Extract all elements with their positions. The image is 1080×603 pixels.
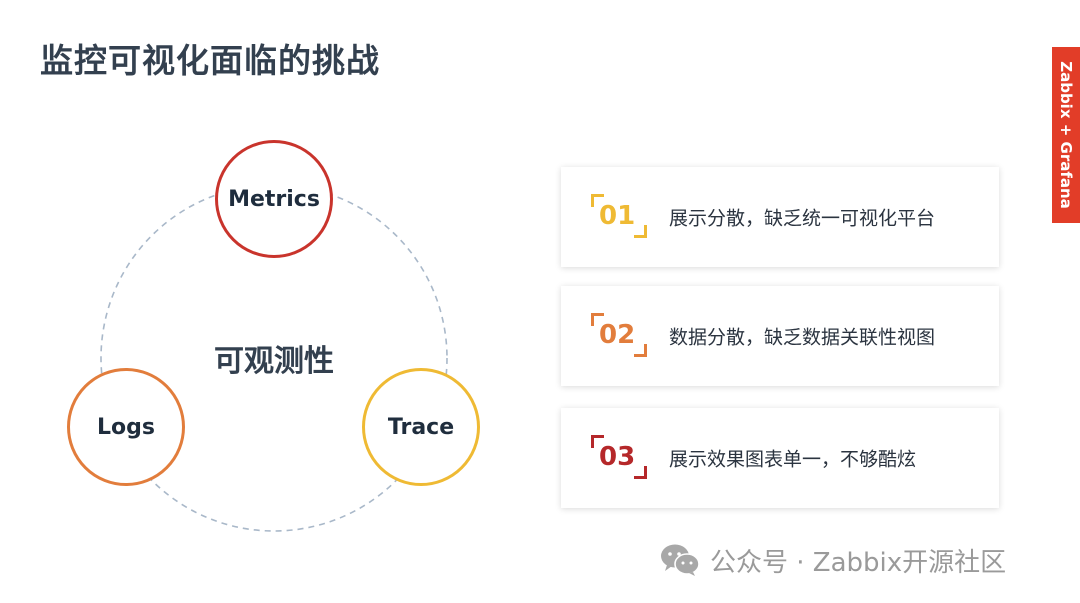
- watermark: 公众号 · Zabbix开源社区: [660, 540, 1006, 580]
- node-metrics-label: Metrics: [228, 186, 320, 212]
- challenge-number-1: 01: [599, 201, 636, 231]
- challenge-text-1: 展示分散，缺乏统一可视化平台: [669, 207, 936, 230]
- number-badge-1: 01: [591, 194, 647, 238]
- dashed-ring: [100, 184, 448, 532]
- node-trace-label: Trace: [387, 414, 455, 440]
- node-trace: Trace: [362, 368, 480, 486]
- number-badge-3: 03: [591, 435, 647, 479]
- challenge-card-2: 02 数据分散，缺乏数据关联性视图: [561, 286, 999, 386]
- challenge-card-3: 03 展示效果图表单一，不够酷炫: [561, 408, 999, 508]
- challenge-card-1: 01 展示分散，缺乏统一可视化平台: [561, 167, 999, 267]
- challenge-number-2: 02: [599, 320, 636, 350]
- center-label: 可观测性: [214, 344, 334, 379]
- number-badge-2: 02: [591, 313, 647, 357]
- side-tag-label: Zabbix + Grafana: [1057, 61, 1075, 209]
- challenge-text-2: 数据分散，缺乏数据关联性视图: [669, 326, 936, 349]
- challenge-number-3: 03: [599, 442, 636, 472]
- page-title: 监控可视化面临的挑战: [40, 41, 380, 80]
- watermark-text: 公众号 · Zabbix开源社区: [710, 547, 1007, 578]
- wechat-icon: [661, 544, 700, 576]
- node-logs-label: Logs: [97, 414, 155, 440]
- node-logs: Logs: [67, 368, 185, 486]
- side-tag: Zabbix + Grafana: [1052, 47, 1080, 223]
- node-metrics: Metrics: [215, 140, 333, 258]
- challenge-text-3: 展示效果图表单一，不够酷炫: [669, 448, 917, 471]
